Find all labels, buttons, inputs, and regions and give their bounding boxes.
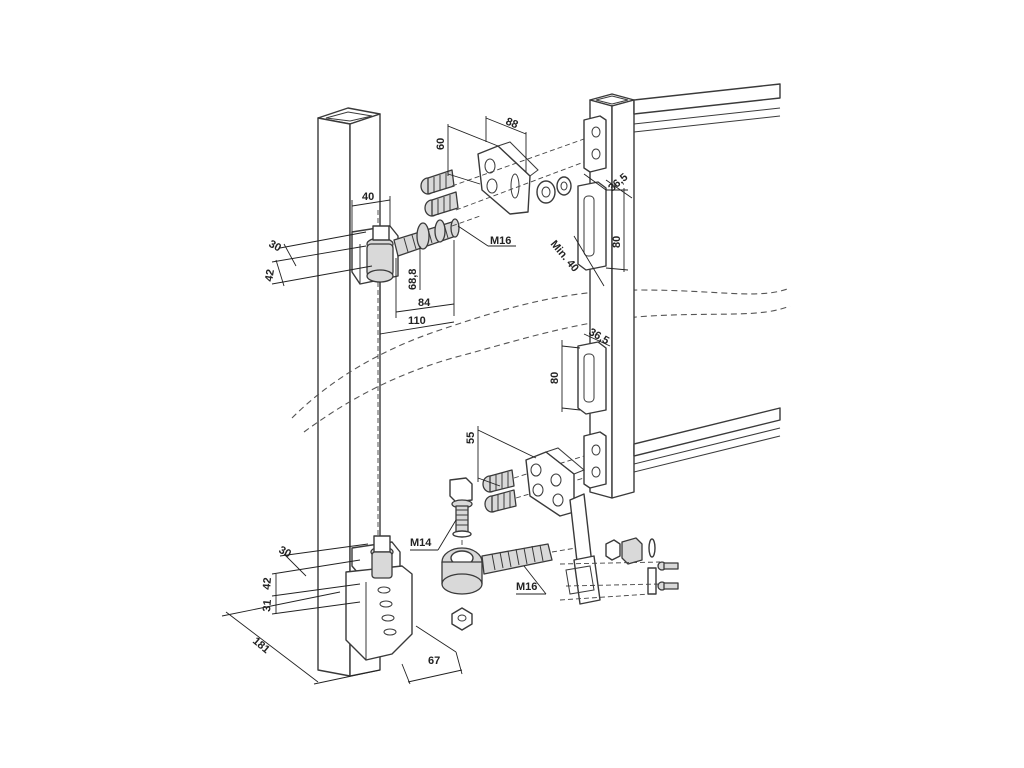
dim-top-110: 110 xyxy=(408,315,426,327)
break-lines xyxy=(291,287,791,433)
top-fixing-bolts xyxy=(420,169,459,217)
bottom-gate-plate xyxy=(525,447,601,605)
top-gate-plate xyxy=(477,141,539,215)
dim-gate-80-mid: 80 xyxy=(549,372,561,384)
top-alignment-dashes xyxy=(451,133,601,227)
gate-mid-slot-plate xyxy=(577,341,607,415)
dim-plate-88: 88 xyxy=(504,116,520,132)
dim-bottom-m14: M14 xyxy=(410,537,432,549)
gate-bottom-weld-plate xyxy=(583,431,607,489)
bottom-hinge-bracket xyxy=(345,535,413,661)
dim-top-m16: M16 xyxy=(490,235,511,247)
dim-top-30: 30 xyxy=(267,238,283,254)
dim-top-84: 84 xyxy=(418,297,431,309)
dim-plate-60: 60 xyxy=(435,138,447,150)
dim-bottom-31: 31 xyxy=(261,599,274,612)
dim-top-42: 42 xyxy=(263,268,277,282)
dim-bottom-181: 181 xyxy=(250,635,272,656)
top-washers xyxy=(536,176,572,204)
gate-top-weld-plate xyxy=(583,115,607,173)
bottom-eye-rod xyxy=(441,543,589,595)
dim-bottom-m16: M16 xyxy=(516,581,537,593)
dim-gate-80-top: 80 xyxy=(611,236,623,248)
bottom-side-hardware xyxy=(559,537,679,601)
dim-plate-55: 55 xyxy=(465,432,477,444)
top-hinge-bracket xyxy=(351,210,399,600)
top-hinge-threaded-rod xyxy=(393,218,460,257)
bottom-nut xyxy=(451,607,473,631)
gate-top-slot-plate xyxy=(577,181,607,271)
dim-bottom-67: 67 xyxy=(428,655,440,667)
dimension-lines xyxy=(221,116,633,685)
dim-gate-min-40: Min. 40 xyxy=(548,238,581,274)
dim-top-68-8: 68,8 xyxy=(407,269,419,290)
dim-bottom-42: 42 xyxy=(261,577,274,590)
dim-top-40: 40 xyxy=(362,191,374,203)
bottom-m14-bolt xyxy=(449,477,473,552)
dim-bottom-30: 30 xyxy=(277,544,293,560)
bottom-fixing-bolts xyxy=(482,455,585,513)
